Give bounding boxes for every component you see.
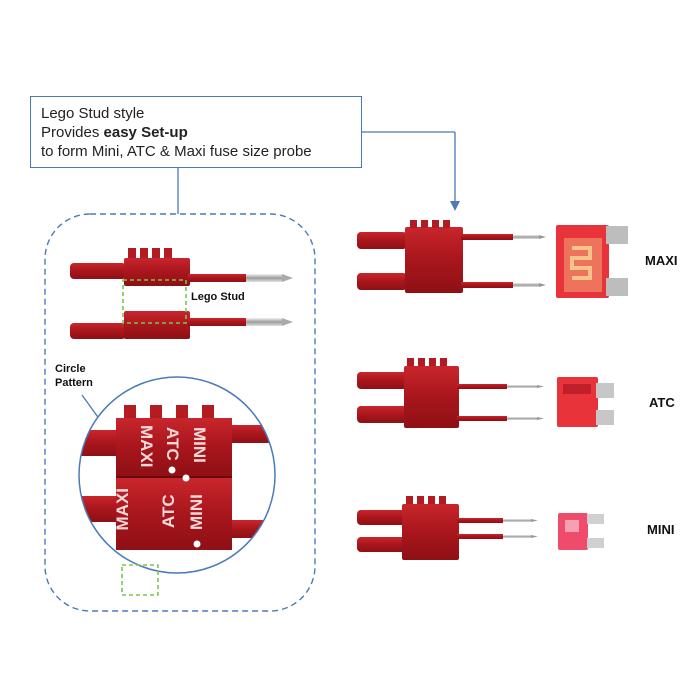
zoom-mark-mini-lower: MINI: [187, 494, 206, 530]
circle-pattern-zoom: [78, 376, 276, 596]
detail-panel-dashed-outline: [44, 213, 316, 612]
zoom-mark-maxi: MAXI: [137, 425, 156, 468]
callout-connector-arrow: [177, 131, 460, 214]
mini-probe-set: [357, 496, 538, 560]
zoom-mark-maxi-lower: MAXI: [113, 488, 132, 531]
atc-label: ATC: [649, 395, 675, 410]
atc-probe-set: [357, 358, 544, 428]
lego-stud-label: Lego Stud: [191, 291, 245, 303]
callout-line-1: Lego Stud style: [41, 105, 145, 122]
zoom-mark-atc-upper: ATC: [163, 427, 182, 461]
left-probe-pair: [70, 248, 293, 339]
feature-callout: Lego Stud style Provides easy Set-up to …: [30, 96, 362, 168]
zoom-green-marker: [121, 564, 159, 596]
lego-stud-highlight: [122, 279, 187, 324]
callout-line-2: Provides easy Set-up: [41, 124, 188, 141]
zoom-mark-mini-upper: MINI: [190, 427, 209, 463]
circle-pattern-label: Circle Pattern: [55, 363, 93, 389]
callout-line-3: to form Mini, ATC & Maxi fuse size probe: [41, 143, 312, 160]
maxi-label: MAXI: [645, 253, 678, 268]
maxi-probe-set: [357, 220, 546, 293]
zoom-mark-atc-lower: ATC: [159, 494, 178, 528]
mini-label: MINI: [647, 522, 675, 537]
mini-fuse: [558, 513, 604, 550]
callout-emphasis: easy Set-up: [103, 124, 188, 141]
atc-fuse: [557, 377, 614, 427]
maxi-fuse: [556, 225, 628, 298]
